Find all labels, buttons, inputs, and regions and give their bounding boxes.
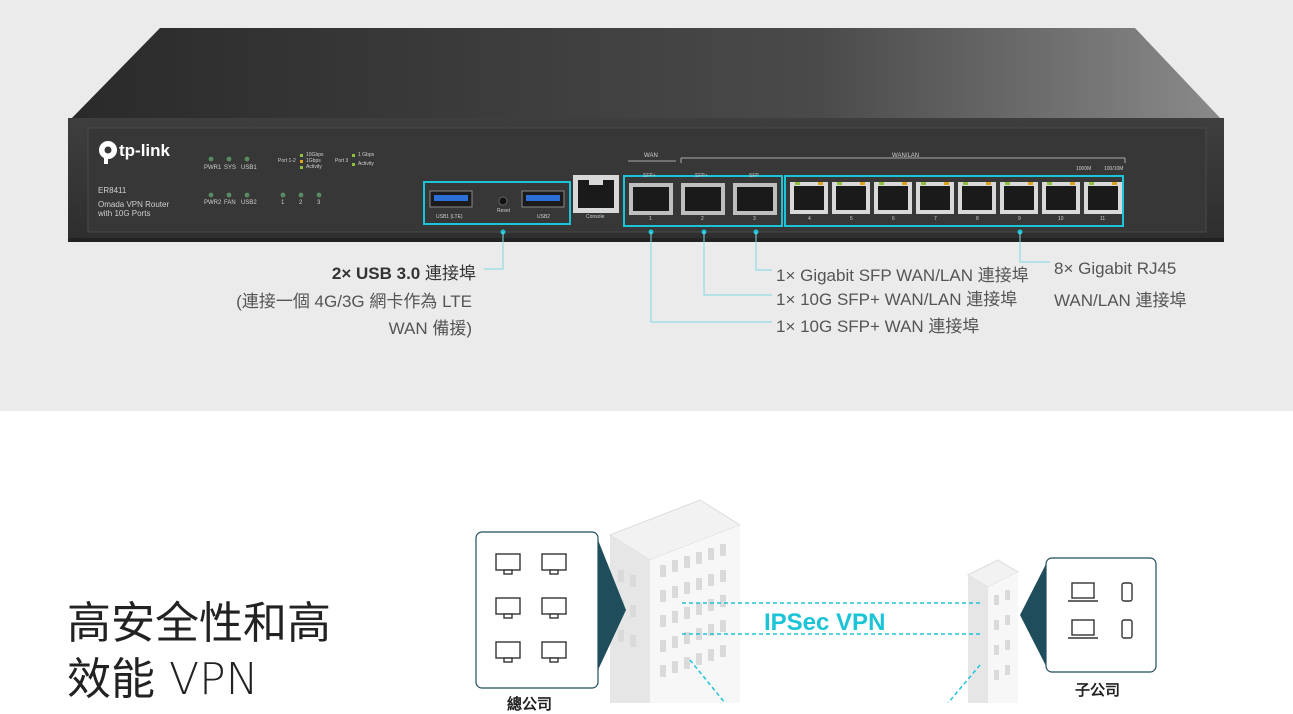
led-label-pwr1: PWR1 [204,165,222,171]
router-illustration [68,28,1224,323]
sfp-10g-wanlan-callout: 1× 10G SFP+ WAN/LAN 連接埠 [776,290,1018,309]
led-label-pwr2: PWR2 [204,200,222,206]
rj45-number: 8 [976,216,979,222]
speed-legend-1000m: 1000M [1076,166,1092,172]
legend1-title: Port 1-2 [278,158,296,164]
rj45-number: 4 [808,216,811,222]
hq-label: 總公司 [507,696,553,713]
port-led-2: 2 [299,200,303,206]
sfp-label-1: SFP+ [643,173,656,179]
sfp-label-2: SFP+ [695,173,708,179]
rj45-number: 10 [1058,216,1064,222]
hq-building-icon [608,499,742,703]
section-headline-line1: 高安全性和高 [67,598,331,649]
speed-legend-100m: 100/10M [1104,166,1124,172]
sfp-label-3: SFP [749,173,759,179]
description-line1: Omada VPN Router [98,200,170,209]
usb-callout-title: 2× USB 3.0 連接埠 [331,264,476,283]
status-leds [208,156,322,198]
sfp-gigabit-callout: 1× Gigabit SFP WAN/LAN 連接埠 [776,266,1029,285]
legend1-item-2: 1Gbps [306,158,321,164]
sfp-number-2: 2 [701,216,704,222]
wan-header: WAN [644,153,658,159]
section-headline-line2: 效能 VPN [67,654,259,705]
led-legend [300,154,355,169]
rj45-number: 11 [1100,216,1106,222]
brand-logo-text: tp-link [119,141,170,160]
description-line2: with 10G Ports [98,209,151,218]
model-label: ER8411 [98,186,127,195]
legend2-item-2: Activity [358,161,374,167]
legend1-item-1: 10Gbps [306,152,324,158]
vpn-tunnel-lines [682,602,981,703]
rj45-callout-line2: WAN/LAN 連接埠 [1054,291,1187,310]
usb-callout-sub2: WAN 備援) [388,319,472,338]
usb-callout-sub1: (連接一個 4G/3G 網卡作為 LTE [236,292,472,311]
rj45-number: 5 [850,216,853,222]
router-top-surface [70,28,1222,120]
sfp-highlight-box [623,175,783,227]
led-label-usb2: USB2 [241,200,257,206]
rj45-number: 9 [1018,216,1021,222]
sfp-number-3: 3 [753,216,756,222]
branch-label: 子公司 [1075,682,1121,699]
usb2-port-label: USB2 [537,214,551,220]
ipsec-vpn-label: IPSec VPN [764,609,886,636]
laptop-phone-icons [1068,582,1133,639]
hq-devices-panel [475,531,599,689]
port-led-1: 1 [281,200,285,206]
rj45-number: 7 [934,216,937,222]
legend2-title: Port 3 [335,158,349,164]
legend2-item-1: 1 Gbps [358,152,375,158]
console-label: Console [586,214,605,220]
rj45-callout-line1: 8× Gigabit RJ45 [1054,259,1177,278]
led-label-fan: FAN [224,200,236,206]
rj45-ports [790,182,1122,214]
legend1-item-3: Activity [306,164,322,170]
led-label-sys: SYS [224,165,237,171]
usb-highlight-box [423,181,571,225]
branch-building-icon [966,559,1020,703]
reset-label: Reset [497,208,511,214]
callout-lines [484,229,1050,323]
rj45-highlight-box [784,175,1124,227]
rj45-number: 6 [892,216,895,222]
vpn-diagram [475,499,1157,703]
wanlan-header: WAN/LAN [892,153,920,159]
led-label-usb1: USB1 [241,165,257,171]
desktop-icons [495,553,567,663]
tp-link-logo-icon [99,141,117,164]
branch-devices-panel [1045,557,1157,673]
sfp-10g-wan-callout: 1× 10G SFP+ WAN 連接埠 [776,317,980,336]
usb1-port-label: USB1 (LTE) [436,214,463,220]
port-led-3: 3 [317,200,321,206]
sfp-number-1: 1 [649,216,652,222]
